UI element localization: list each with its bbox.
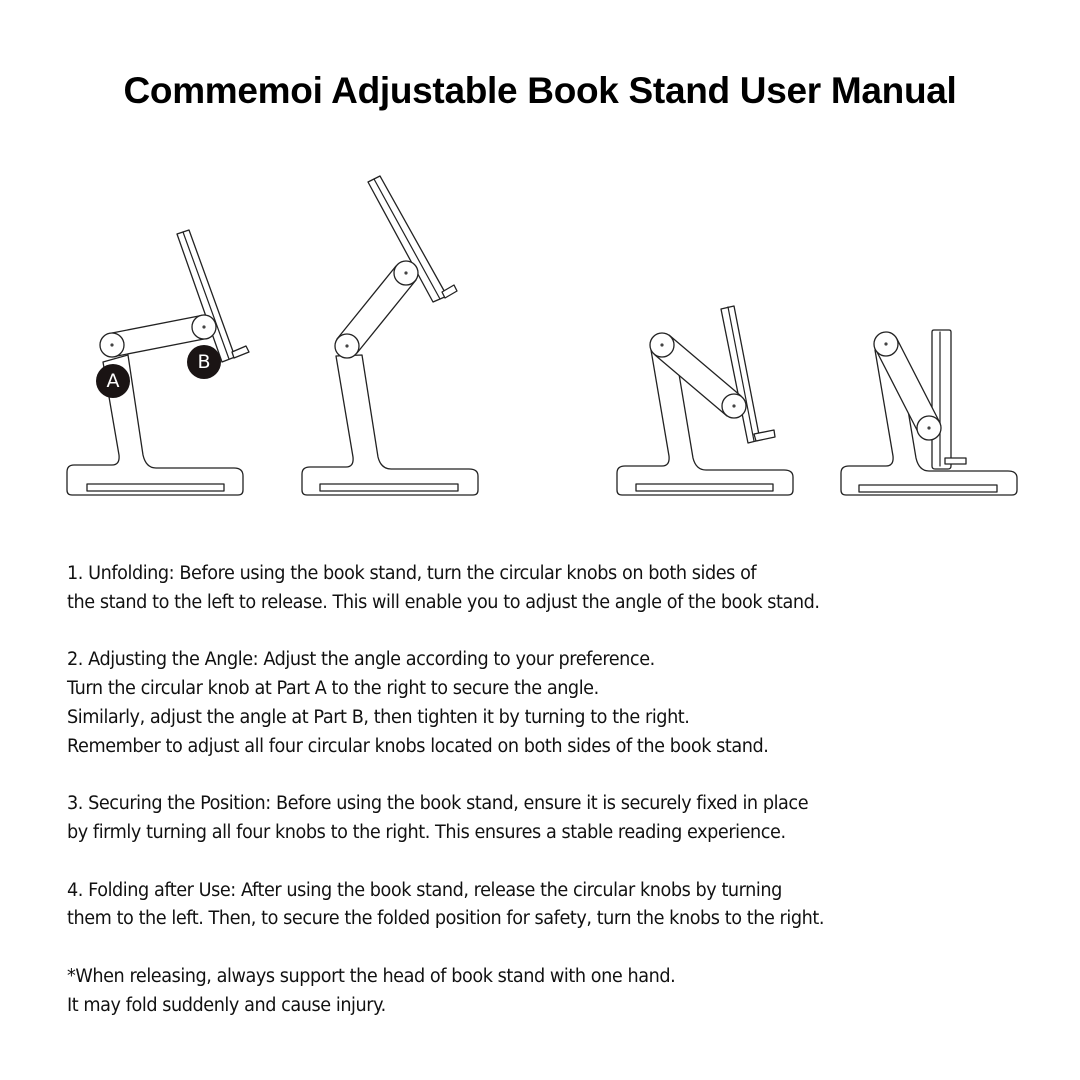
part-b-marker — [187, 345, 221, 379]
safety-warning: *When releasing, always support the head… — [67, 963, 1057, 1020]
part-a-label: A — [106, 370, 120, 392]
instruction-line: 3. Securing the Position: Before using t… — [67, 793, 809, 815]
instruction-line: Turn the circular knob at Part A to the … — [67, 678, 599, 700]
instruction-line: 4. Folding after Use: After using the bo… — [67, 879, 782, 901]
instruction-line: 1. Unfolding: Before using the book stan… — [67, 563, 757, 584]
step-folding-after-use: 4. Folding after Use: After using the bo… — [67, 877, 1057, 934]
figure-unfolded-low-angle — [66, 229, 250, 496]
step-adjusting-angle: 2. Adjusting the Angle: Adjust the angle… — [67, 646, 1057, 761]
figure-folded — [840, 329, 1018, 496]
instruction-line: them to the left. Then, to secure the fo… — [67, 908, 825, 930]
instructions: 1. Unfolding: Before using the book stan… — [67, 560, 1057, 1020]
figure-unfolded-raised — [301, 175, 479, 496]
warning-line: It may fold suddenly and cause injury. — [67, 994, 386, 1016]
instruction-line: the stand to the left to release. This w… — [67, 591, 820, 613]
part-a-marker — [96, 364, 130, 398]
step-securing-position: 3. Securing the Position: Before using t… — [67, 790, 1057, 847]
instruction-line: by firmly turning all four knobs to the … — [67, 821, 786, 843]
step-unfolding: 1. Unfolding: Before using the book stan… — [67, 560, 1057, 617]
instruction-line: Remember to adjust all four circular kno… — [67, 735, 769, 757]
figure-folding-partial — [616, 305, 794, 496]
diagram-figures: .o { fill: #fff; stroke: #222; stroke-wi… — [66, 175, 1018, 496]
warning-line: *When releasing, always support the head… — [67, 966, 676, 988]
part-b-label: B — [197, 351, 211, 373]
page-title: Commemoi Adjustable Book Stand User Manu… — [123, 70, 957, 111]
instruction-line: 2. Adjusting the Angle: Adjust the angle… — [67, 649, 655, 671]
instruction-line: Similarly, adjust the angle at Part B, t… — [67, 706, 690, 728]
